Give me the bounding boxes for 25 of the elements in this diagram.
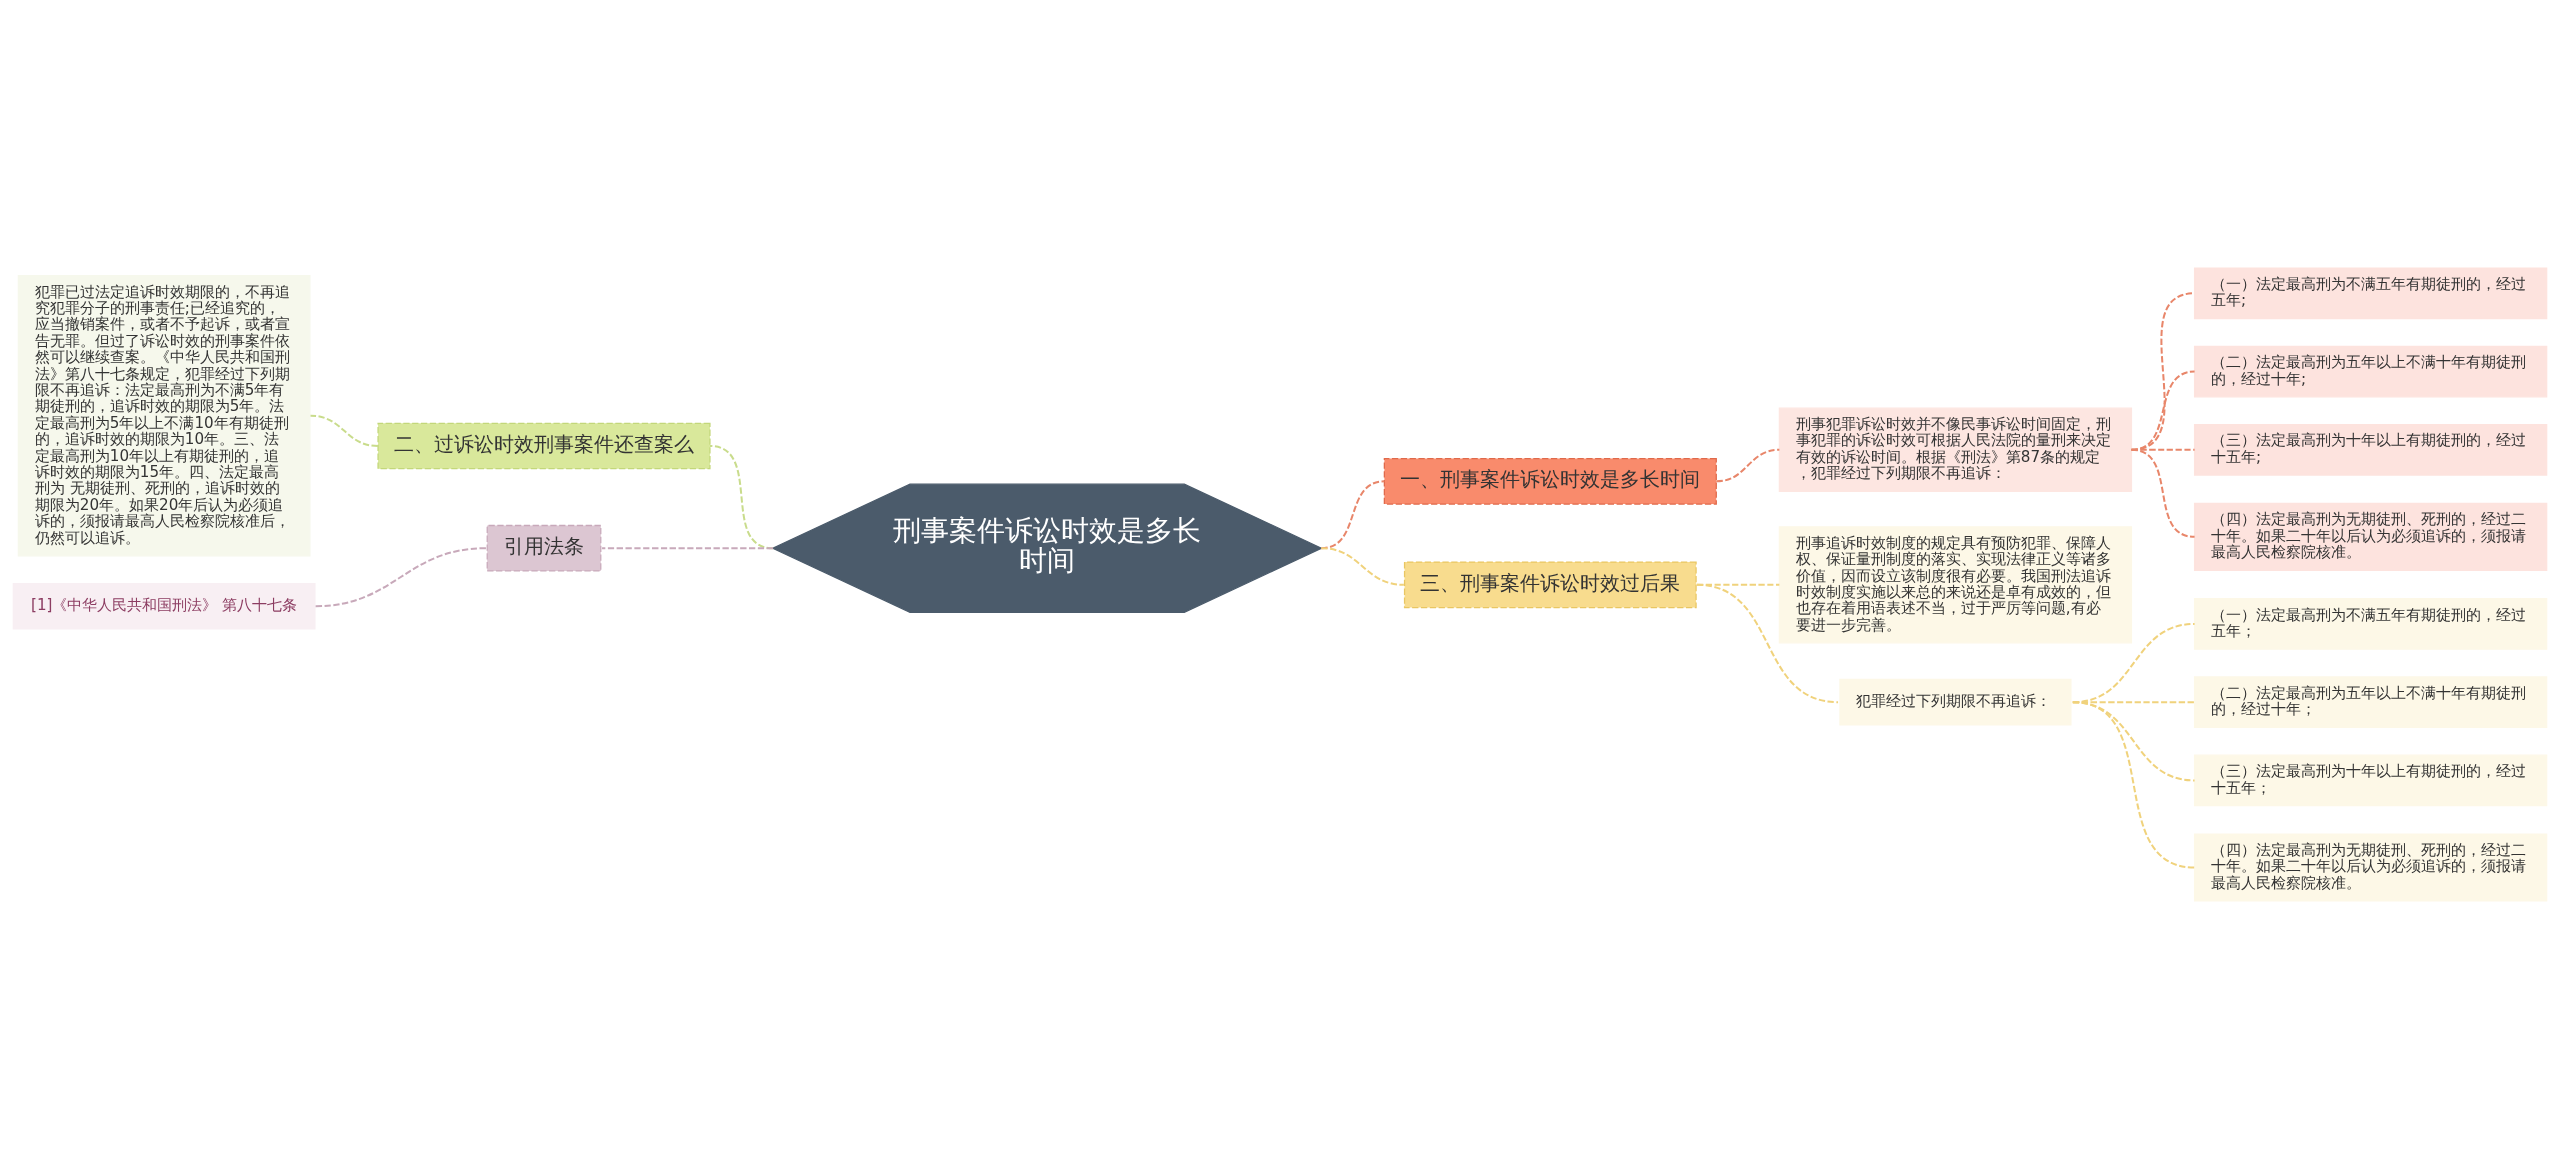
node-box: 犯罪已过法定追诉时效期限的，不再追究犯罪分子的刑事责任;已经追究的，应当撤销案件，或者不予起诉，或者宣告无罪。但过了诉讼时效的刑事案件依然可以继续查案。《中华人民共和国刑法》第八十七条规定，犯罪经过下列期限不再追诉：法定最高刑为不满5年有期徒刑的，追诉时效的期限为5年。法定最高刑为5年以上不满10年有期徒刑的，追诉时效的期限为10年。三、法定最高刑为10年以上有期徒刑的，追诉时效的期限为15年。四、法定最高刑为 无期徒刑、死刑的，追诉时效的期限为20年。如果20年后认为必须追诉的，须报请最高人民检察院核准后，仍然可以追诉。 — [17, 274, 311, 556]
node-box: （四）法定最高刑为无期徒刑、死刑的，经过二十年。如果二十年以后认为必须追诉的，须报请最高人民检察院核准。 — [2193, 832, 2548, 902]
node-box: 引用法条 — [486, 524, 602, 572]
node-box: 二、过诉讼时效刑事案件还查案么 — [377, 422, 711, 469]
node-box: （一）法定最高刑为不满五年有期徒刑的，经过五年; — [2193, 266, 2548, 319]
node-box: 犯罪经过下列期限不再追诉： — [1839, 678, 2072, 726]
node-box: （四）法定最高刑为无期徒刑、死刑的，经过二十年。如果二十年以后认为必须追诉的，须报请最高人民检察院核准。 — [2193, 502, 2548, 571]
connector — [2072, 700, 2195, 868]
connector — [602, 546, 774, 549]
node-box: （三）法定最高刑为十年以上有期徒刑的，经过十五年； — [2193, 754, 2548, 806]
node-box: 刑事犯罪诉讼时效并不像民事诉讼时间固定，刑事犯罪的诉讼时效可根据人民法院的量刑来决定有效的诉讼时间。根据《刑法》第87条的规定，犯罪经过下列期限不再追诉： — [1778, 407, 2133, 492]
connector — [1716, 448, 1780, 482]
connector — [310, 414, 379, 447]
node-box: （三）法定最高刑为十年以上有期徒刑的，经过十五年; — [2193, 423, 2548, 476]
node-box: （一）法定最高刑为不满五年有期徒刑的，经过五年； — [2193, 597, 2548, 650]
connector — [1321, 546, 1404, 586]
connector — [2131, 448, 2195, 538]
node-box: [1]《中华人民共和国刑法》 第八十七条 — [12, 582, 316, 630]
node-box: 一、刑事案件诉讼时效是多长时间 — [1383, 457, 1717, 505]
node-box: （二）法定最高刑为五年以上不满十年有期徒刑的，经过十年； — [2193, 675, 2548, 728]
node-box: 刑事追诉时效制度的规定具有预防犯罪、保障人权、保证量刑制度的落实、实现法律正义等诸多价值，因而设立该制度很有必要。我国刑法追诉时效制度实施以来总的来说还是卓有成效的，但也存在着用语表述不当，过于严厉等问题,有必要进一步完善。 — [1778, 525, 2133, 643]
connector — [314, 546, 486, 607]
node-box: 三、刑事案件诉讼时效过后果 — [1403, 560, 1697, 608]
connector — [1696, 583, 1839, 703]
node-box: （二）法定最高刑为五年以上不满十年有期徒刑的，经过十年; — [2193, 345, 2548, 397]
